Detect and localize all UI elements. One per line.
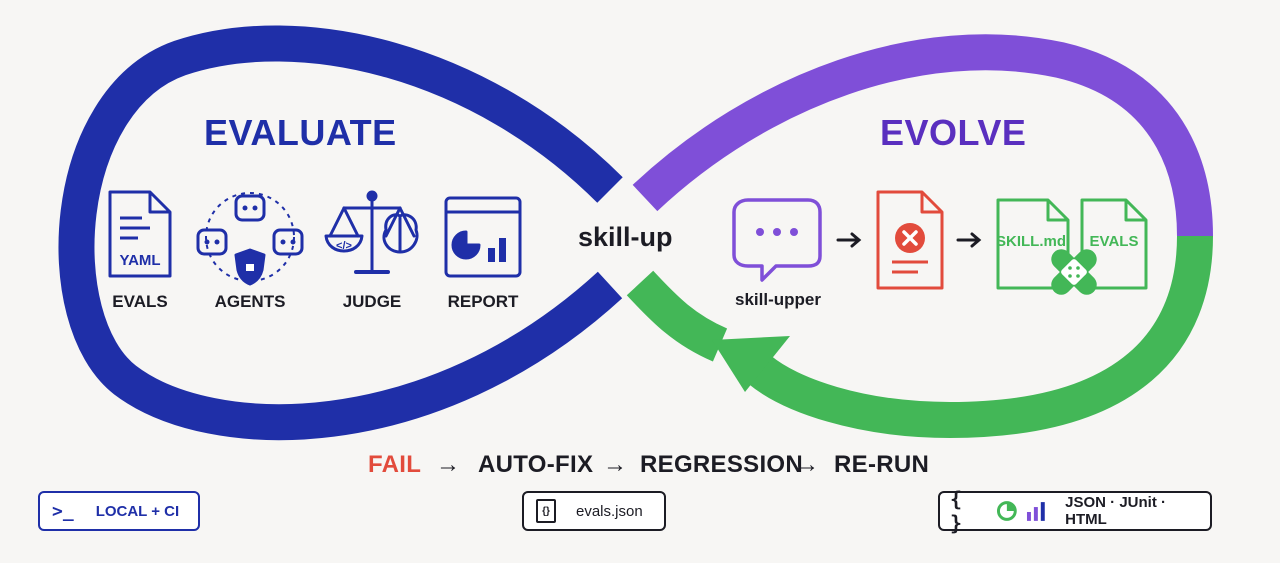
flow-arrow: → <box>795 451 820 478</box>
evals-label: EVALS <box>112 292 168 311</box>
error-document-icon <box>876 190 944 290</box>
arrow-right-icon <box>956 232 982 248</box>
yaml-icon-text: YAML <box>119 252 160 269</box>
flow-arrow: → <box>603 451 628 478</box>
chat-dots <box>756 228 798 236</box>
evals-json-badge: {} evals.json <box>522 491 666 531</box>
bar-chart-icon <box>1027 502 1046 521</box>
evolve-loop-arc <box>632 34 1213 237</box>
center-label: skill-up <box>578 222 673 252</box>
flow-arrow: → <box>436 451 461 478</box>
formats-badge: { } JSON · JUnit · HTML <box>938 487 1212 535</box>
regression-step: REGRESSION <box>640 451 804 478</box>
evolve-title: EVOLVE <box>880 112 1027 153</box>
feedback-loop-tail <box>626 270 728 362</box>
terminal-icon: >_ <box>52 500 74 522</box>
re-run-step: RE-RUN <box>834 451 930 478</box>
braces-icon: { } <box>950 487 963 535</box>
skill-upper-label: skill-upper <box>735 290 821 309</box>
local-ci-badge: >_ LOCAL + CI <box>38 491 200 531</box>
formats-text: JSON · JUnit · HTML <box>1065 494 1166 528</box>
chat-bubble-icon <box>732 198 822 282</box>
feedback-loop-arc <box>748 235 1213 439</box>
fail-step: FAIL <box>368 451 422 478</box>
arrow-right-icon <box>836 232 862 248</box>
json-file-glyph: {} <box>542 506 550 517</box>
json-file-icon: {} <box>536 499 556 523</box>
judge-scales-icon <box>324 190 419 274</box>
feedback-arrowhead <box>712 336 790 392</box>
report-label: REPORT <box>447 292 519 311</box>
evals-file-label: EVALS <box>1090 233 1139 250</box>
agents-eyes <box>204 205 296 271</box>
skill-md-file-label: SKILL.md <box>996 233 1066 250</box>
auto-fix-step: AUTO-FIX <box>478 451 594 478</box>
yaml-file-icon <box>108 190 172 278</box>
local-ci-text: LOCAL + CI <box>95 502 180 520</box>
evaluate-title: EVALUATE <box>204 112 397 153</box>
bandage-icon <box>1051 249 1097 295</box>
report-dashboard-icon <box>444 196 522 278</box>
evals-json-text: evals.json <box>576 502 643 520</box>
agents-label: AGENTS <box>214 292 286 311</box>
evaluate-loop-arc <box>58 25 623 441</box>
judge-code-glyph: </> <box>336 240 352 252</box>
judge-label: JUDGE <box>342 292 402 311</box>
error-x <box>902 230 918 246</box>
pie-chart-icon <box>996 501 1017 521</box>
